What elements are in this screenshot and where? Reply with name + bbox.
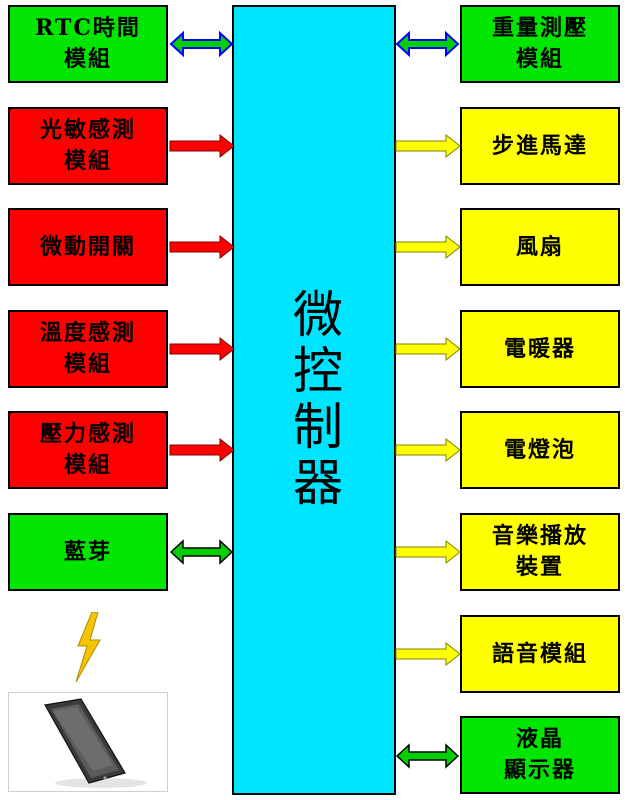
- rtc-module-box: RTC時間 模組: [8, 5, 168, 83]
- light-bulb-box: 電燈泡: [460, 411, 620, 489]
- light-sensor-arrow: [169, 133, 235, 159]
- fan-label: 風扇: [515, 233, 564, 260]
- fan-box: 風扇: [460, 208, 620, 286]
- bluetooth-bidirectional-arrow: [169, 539, 234, 565]
- microcontroller-box: 微控制器: [232, 5, 396, 795]
- temperature-sensor-module-label: 溫度感測 模組: [39, 320, 136, 377]
- lcd-display-label: 液晶 顯示器: [503, 726, 576, 783]
- heater-box: 電暖器: [460, 310, 620, 388]
- pressure-sensor-module-box: 壓力感測 模組: [8, 411, 168, 489]
- stepper-motor-box: 步進馬達: [460, 107, 620, 185]
- voice-module-box: 語音模組: [460, 615, 620, 693]
- microcontroller-label: 微控制器: [285, 288, 343, 512]
- stepper-motor-label: 步進馬達: [491, 132, 588, 159]
- bluetooth-box: 藍芽: [8, 513, 168, 591]
- light-bulb-label: 電燈泡: [503, 436, 576, 463]
- temperature-sensor-module-box: 溫度感測 模組: [8, 310, 168, 388]
- lcd-bidirectional-arrow: [395, 743, 460, 769]
- pressure-sensor-module-label: 壓力感測 模組: [39, 421, 136, 478]
- stepper-motor-arrow: [395, 133, 461, 159]
- lightning-bolt-icon: [75, 612, 101, 682]
- pressure-sensor-arrow: [169, 437, 235, 463]
- rtc-bidirectional-arrow: [169, 30, 234, 58]
- micro-switch-box: 微動開關: [8, 208, 168, 286]
- smartphone-icon: [44, 698, 147, 788]
- voice-module-arrow: [395, 641, 461, 667]
- heater-arrow: [395, 336, 461, 362]
- bluetooth-label: 藍芽: [63, 538, 112, 565]
- light-bulb-arrow: [395, 437, 461, 463]
- fan-arrow: [395, 234, 461, 260]
- weight-pressure-module-label: 重量測壓 模組: [491, 15, 588, 72]
- micro-switch-arrow: [169, 234, 235, 260]
- light-sensor-module-label: 光敏感測 模組: [39, 117, 136, 174]
- temperature-sensor-arrow: [169, 336, 235, 362]
- heater-label: 電暖器: [503, 335, 576, 362]
- micro-switch-label: 微動開關: [39, 233, 136, 260]
- music-player-label: 音樂播放 裝置: [491, 523, 588, 580]
- rtc-module-label: RTC時間 模組: [35, 15, 141, 72]
- weight-pressure-module-box: 重量測壓 模組: [460, 5, 620, 83]
- weight-pressure-bidirectional-arrow: [395, 30, 460, 58]
- music-player-arrow: [395, 539, 461, 565]
- voice-module-label: 語音模組: [491, 640, 588, 667]
- light-sensor-module-box: 光敏感測 模組: [8, 107, 168, 185]
- smartphone-picture: [8, 692, 168, 792]
- lcd-display-box: 液晶 顯示器: [460, 716, 620, 794]
- music-player-box: 音樂播放 裝置: [460, 513, 620, 591]
